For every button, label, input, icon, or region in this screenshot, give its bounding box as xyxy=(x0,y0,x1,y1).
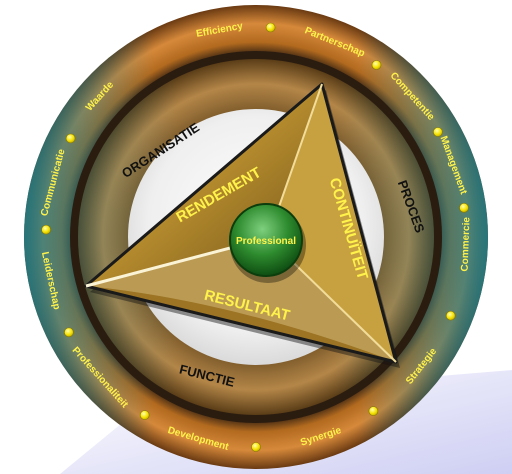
outer-dot xyxy=(368,406,379,416)
outer-word-commercie: Commercie xyxy=(460,216,473,271)
outer-dot xyxy=(265,22,276,33)
outer-dot xyxy=(65,133,76,144)
center-label: Professional xyxy=(236,236,296,247)
outer-dot xyxy=(433,127,443,137)
outer-ring-dots xyxy=(41,22,469,452)
outer-dot xyxy=(41,224,51,235)
outer-dot xyxy=(139,410,150,420)
outer-dot xyxy=(64,327,74,338)
center-circle xyxy=(229,203,303,277)
outer-dot xyxy=(251,442,261,452)
outer-dot xyxy=(371,60,382,70)
outer-dot xyxy=(445,310,456,321)
outer-dot xyxy=(459,203,469,213)
